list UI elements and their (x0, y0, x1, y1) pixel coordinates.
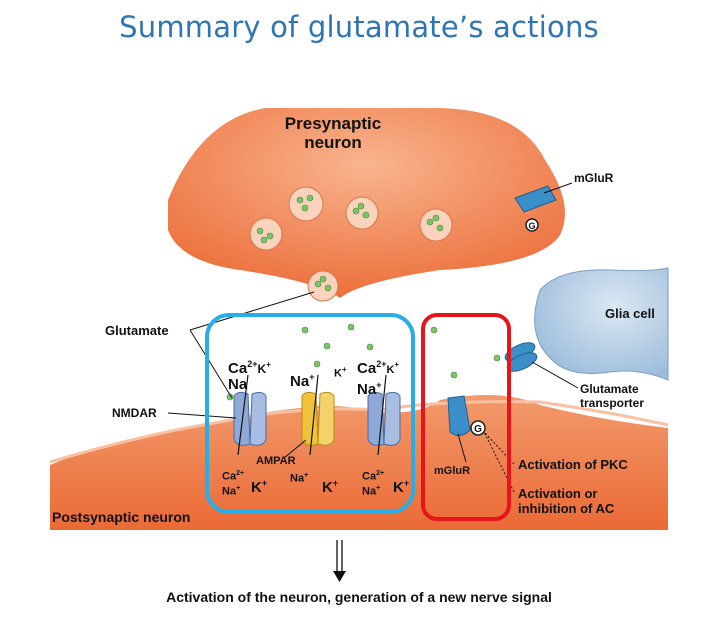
ion-charge: 2+ (247, 359, 258, 369)
g-protein-label-bottom: G (474, 424, 482, 435)
ion-k: K (386, 364, 395, 376)
ion-charge: + (341, 365, 347, 374)
ion-charge: 2+ (376, 359, 387, 369)
ion-flux-arrows (237, 374, 387, 456)
ion-charge: + (394, 360, 400, 369)
ampar-top-ions: Na+ (290, 372, 314, 390)
ion-charge: + (403, 478, 410, 488)
ion-charge: + (261, 478, 268, 488)
ac-label-line2: inhibition of AC (518, 501, 615, 516)
ampar-bottom-na: Na+ (290, 472, 308, 485)
nmdar-right-top-ions: Ca2+K+ Na+ (357, 357, 399, 397)
ion-k: K (334, 367, 342, 380)
glia-cell-label: Glia cell (605, 306, 655, 321)
glia-cell (534, 267, 669, 381)
ampar-channel (301, 391, 335, 446)
ion-na: Na (290, 373, 310, 390)
down-arrow-icon (333, 540, 346, 582)
ac-modulation-label: Activation or inhibition of AC (518, 486, 614, 516)
nmdar-right-bottom-ions: Ca2+ Na+ (362, 468, 384, 497)
ion-k: K (257, 362, 267, 376)
ion-charge: + (304, 472, 309, 479)
ion-na: Na (357, 381, 377, 398)
ion-k: K (251, 479, 262, 496)
metabotropic-receptor-box (421, 313, 511, 521)
ac-label-line1: Activation or (518, 486, 598, 501)
postsynaptic-neuron-label: Postsynaptic neuron (52, 509, 191, 525)
presynaptic-label-line2: neuron (304, 133, 362, 152)
mglur-top-label: mGluR (574, 171, 614, 185)
nmdar-left-bottom-k: K+ (251, 478, 267, 496)
ion-charge: + (236, 484, 241, 492)
postsynaptic-neuron (50, 395, 668, 530)
ion-charge: + (266, 360, 271, 369)
ampar-top-k: K+ (334, 365, 347, 380)
ampar-bottom-k: K+ (322, 478, 338, 496)
presynaptic-neuron-label: Presynaptic neuron (276, 114, 390, 152)
ion-ca: Ca (228, 360, 248, 377)
glutamate-label: Glutamate (105, 323, 169, 338)
pkc-activation-label: Activation of PKC (518, 457, 628, 472)
synaptic-vesicles (249, 186, 453, 302)
ion-na: Na (222, 485, 237, 498)
ion-k: K (393, 479, 404, 496)
glutamate-transporter-label: Glutamate transporter (580, 382, 644, 410)
ion-na: Na (362, 485, 377, 498)
ampar-label: AMPAR (256, 455, 296, 467)
transporter-label-line2: transporter (580, 396, 645, 410)
g-protein-label-top: G (528, 221, 535, 231)
presynaptic-label-line1: Presynaptic (284, 114, 382, 133)
ion-na: Na (290, 472, 305, 485)
nmdar-right-bottom-k: K+ (393, 478, 409, 496)
ion-na: Na (228, 376, 248, 393)
ion-charge: + (376, 484, 381, 492)
ion-k: K (322, 479, 333, 496)
mglur-bottom-label: mGluR (434, 465, 471, 477)
ion-ca: Ca (362, 470, 377, 483)
page-title: Summary of glutamate’s actions (119, 10, 599, 44)
nmdar-left-bottom-ions: Ca2+ Na+ (222, 468, 244, 497)
postsynaptic-mglur: G (447, 395, 486, 436)
ion-charge: + (309, 372, 315, 382)
ion-ca: Ca (222, 470, 237, 483)
ionotropic-receptors-box (205, 313, 415, 514)
diagram-caption: Activation of the neuron, generation of … (166, 589, 552, 605)
ion-charge: 2+ (376, 470, 385, 477)
ion-charge: 2+ (236, 470, 245, 477)
transporter-label-line1: Glutamate (580, 382, 639, 396)
nmdar-label: NMDAR (112, 406, 157, 420)
ion-ca: Ca (357, 360, 377, 377)
nmdar-left-top-ions: Ca2+K+ Na (228, 357, 271, 392)
ion-charge: + (332, 478, 339, 488)
ion-charge: + (376, 380, 382, 390)
